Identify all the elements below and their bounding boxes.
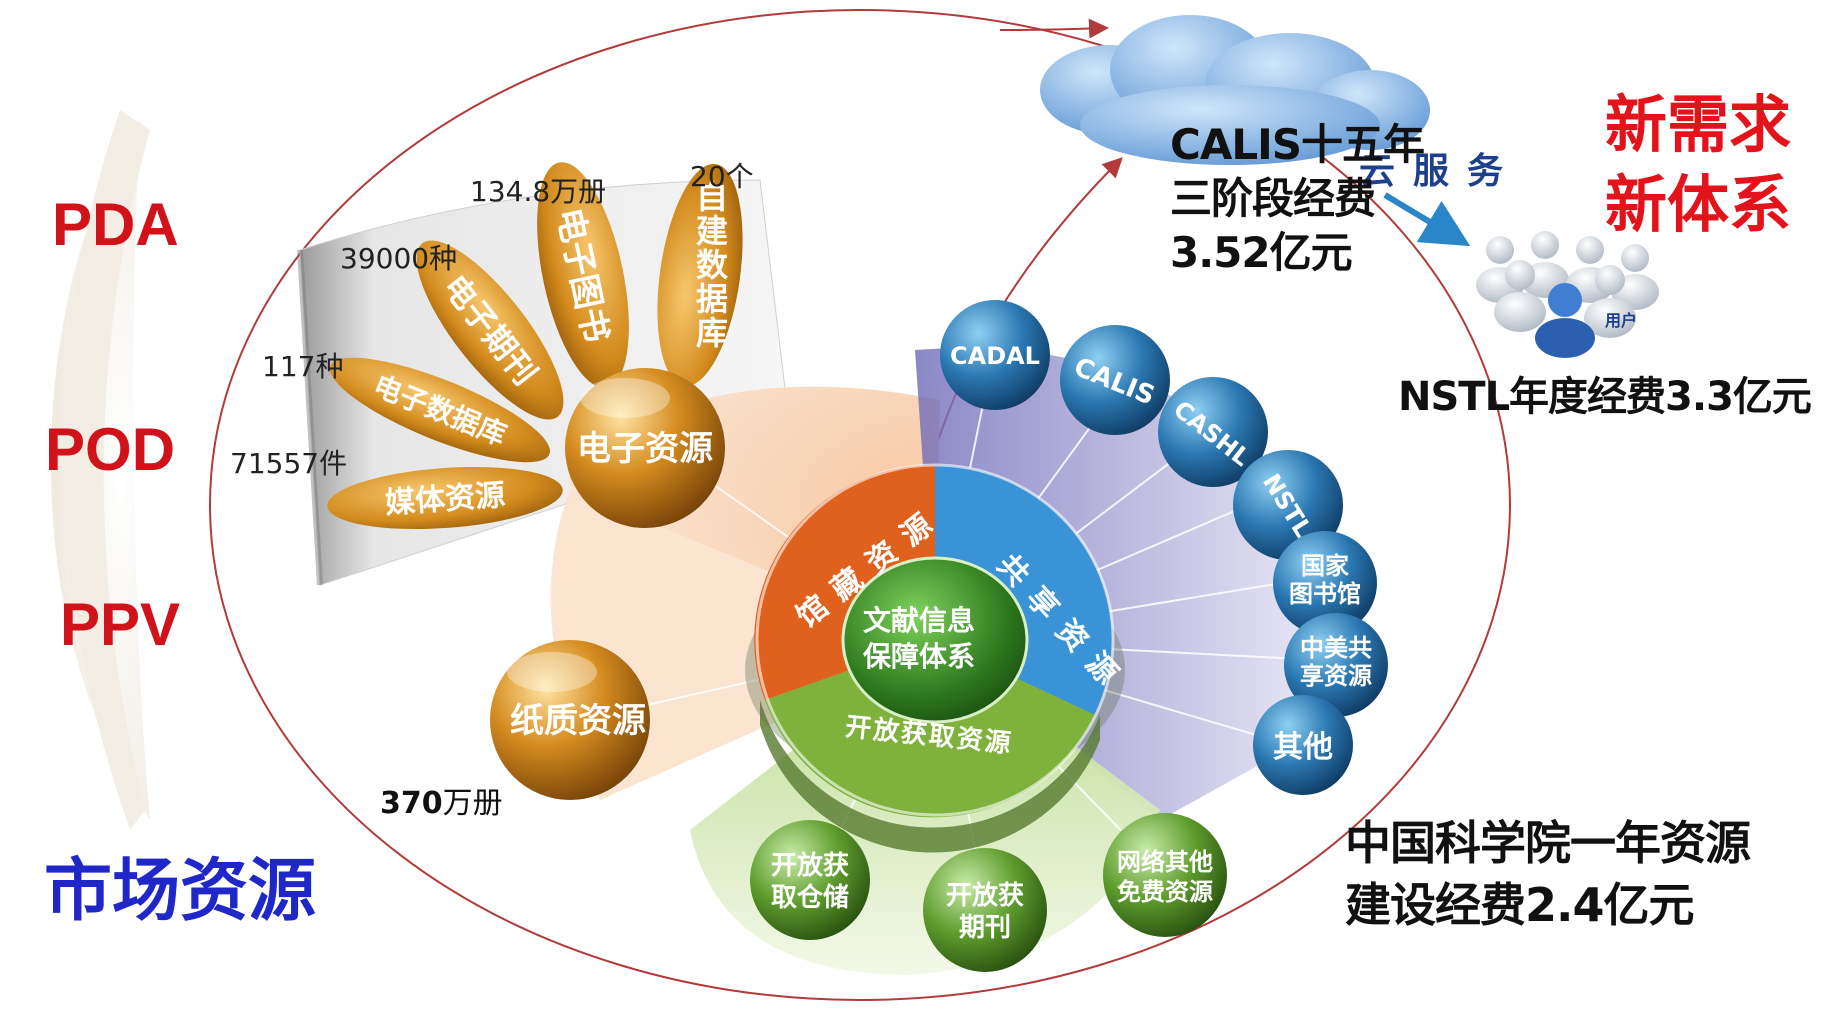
text-line: 期刊 [959,913,1011,943]
petal-selfdb-label: 自建数据库 [696,178,729,352]
shared-node-national-library-label: 国家图书馆 [1289,552,1361,608]
open-node-journals-label: 开放获期刊 [946,880,1024,943]
text-line: 数 [696,246,729,284]
nstl-funding: NSTL年度经费3.3亿元 [1398,374,1812,420]
new-demand-line1: 新需求 [1605,88,1792,161]
stat-edb-count: 117种 [262,350,344,383]
paper-count-number: 370 [380,786,443,821]
open-node-journals: 开放获期刊 [923,848,1047,972]
shared-node-cadal: CADAL [940,300,1050,410]
text-line: 国家 [1301,552,1349,580]
ring-outline [755,463,1115,817]
text-line: 开放获 [946,880,1024,911]
left-beige-band [62,110,150,830]
market-resources-label: 市场资源 [44,852,317,931]
petal-selfdb-text: 自建数据库 [696,178,729,352]
electronic-hub-shine [580,378,670,418]
stat-ebook-count: 134.8万册 [470,175,607,208]
new-demand-line2: 新体系 [1605,168,1792,241]
open-node-repository-label: 开放获取仓储 [771,850,849,913]
text-line: 中美共 [1300,634,1372,662]
paper-ball-shine [507,652,597,692]
text-line: 图书馆 [1289,580,1361,608]
paper-label: 纸质资源 [510,701,646,741]
stat-selfdb-count: 20个 [690,160,754,193]
new-demand-label: 新需求 新体系 [1605,85,1791,245]
ring-edge [760,700,1100,853]
open-node-free: 网络其他免费资源 [1103,813,1227,937]
shared-node-national-library: 国家图书馆 [1273,531,1377,635]
petal-selfdb [657,163,743,387]
text-line: 免费资源 [1117,878,1213,906]
top-cycle-arrow [999,18,1109,39]
shared-node-calis: CALIS [1060,325,1170,435]
stat-media-count: 71557件 [230,447,348,480]
electronic-fan-edge [297,249,323,586]
paper-count: 370万册 [380,778,503,822]
text-line: 据 [696,280,728,318]
users-label: 用户 [1605,311,1637,330]
paper-count-unit: 万册 [442,786,503,821]
petal-ebook: 电子图书 [537,162,629,388]
cas-funding-line1: 中国科学院一年资源 [1345,816,1751,870]
center-label-line1: 文献信息 [863,604,975,637]
petal-media-label: 媒体资源 [384,478,506,521]
shared-node-cashl: CASHL [1158,377,1268,487]
shared-node-cadal-label: CADAL [950,342,1040,370]
users-icon [1476,231,1659,358]
outer-cycle-ellipse [209,9,1511,1001]
center-label-line2: 保障体系 [863,640,975,673]
label-pda: PDA [52,191,179,258]
text-line: 取仓储 [771,882,849,913]
shared-node-sino-us: 中美共享资源 [1284,613,1388,717]
shared-node-sino-us-label: 中美共享资源 [1300,634,1372,690]
calis-funding-line2: 三阶段经费 [1170,174,1376,223]
shared-node-other: 其他 [1253,695,1353,795]
open-node-free-label: 网络其他免费资源 [1117,848,1213,906]
text-line: 建 [696,212,728,250]
text-line: 自 [696,178,728,216]
cloud-to-users-arrow [1383,192,1471,247]
text-line: 享资源 [1300,662,1372,690]
calis-funding-line1: CALIS十五年 [1170,120,1425,169]
label-ppv: PPV [60,591,181,658]
cloud-label: 云服务 [1359,151,1521,192]
electronic-hub-ball [565,368,725,528]
cas-funding: 中国科学院一年资源 建设经费2.4亿元 [1345,812,1751,936]
calis-funding-line3: 3.52亿元 [1170,228,1353,277]
shared-node-other-label: 其他 [1273,730,1333,765]
cloud-icon [1040,15,1430,165]
center-disc [841,556,1029,724]
petal-media: 媒体资源 [327,466,563,530]
calis-funding: CALIS十五年 三阶段经费 3.52亿元 [1170,118,1425,280]
cas-funding-line2: 建设经费2.4亿元 [1345,878,1695,932]
text-line: 开放获 [771,850,849,881]
stat-ejournal-count: 39000种 [340,242,458,275]
text-line: 网络其他 [1117,848,1213,876]
label-pod: POD [45,416,176,483]
open-node-repository: 开放获取仓储 [750,820,870,940]
text-line: 库 [696,314,728,352]
paper-ball [490,640,650,800]
electronic-hub-label: 电子资源 [577,429,713,469]
